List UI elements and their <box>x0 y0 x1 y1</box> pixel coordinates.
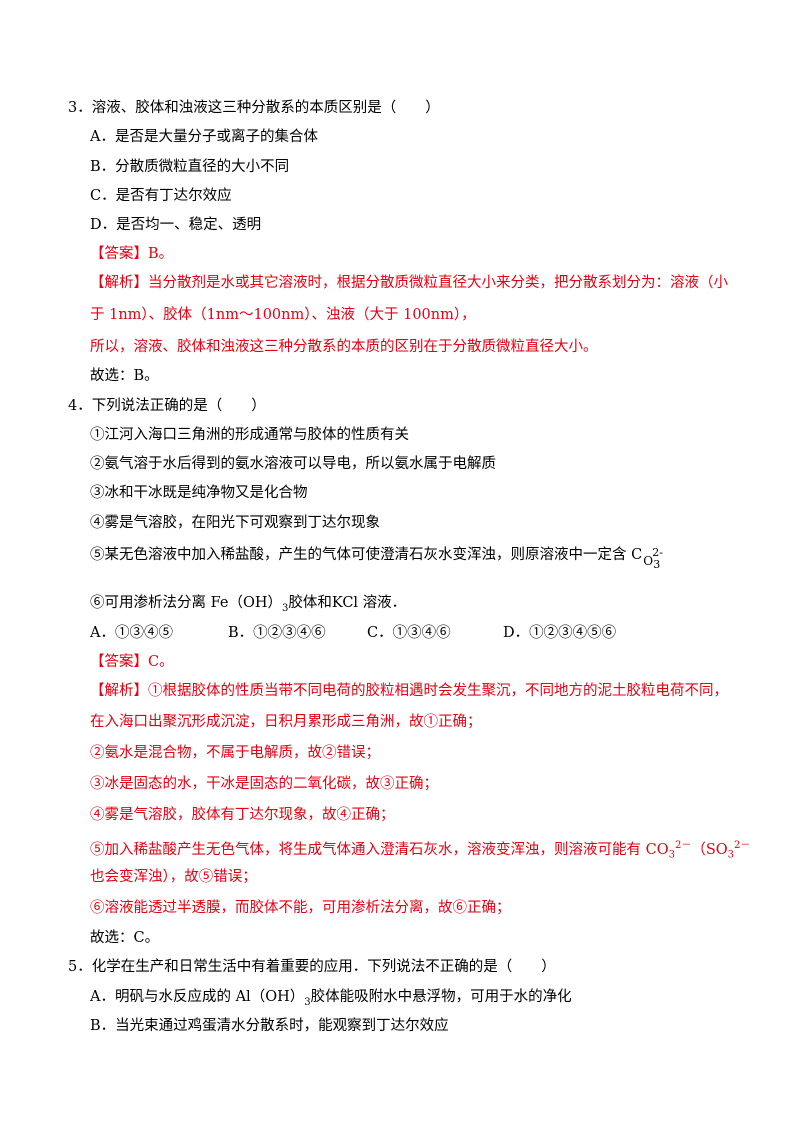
q5-option-a-tail: 胶体能吸附水中悬浮物，可用于水的净化 <box>310 989 572 1005</box>
q4-item-6-text: ⑥可用渗析法分离 Fe（OH） <box>90 595 282 611</box>
q4-option-b: B．①②③④⑥ <box>228 625 326 641</box>
q4-answer: 【答案】C。 <box>90 654 174 670</box>
q4-item: ③冰和干冰既是纯净物又是化合物 <box>90 485 308 501</box>
q5-option-a-text: A．明矾与水反应成的 Al（OH） <box>90 989 305 1005</box>
q5-option-a: A．明矾与水反应成的 Al（OH）3胶体能吸附水中悬浮物，可用于水的净化 <box>90 987 572 1013</box>
q4-analysis-line: ②氨水是混合物，不属于电解质，故②错误； <box>90 745 380 761</box>
q3-option-d: D．是否均一、稳定、透明 <box>90 217 262 233</box>
q3-analysis-line: 所以，溶液、胶体和浊液这三种分散系的本质的区别在于分散质微粒直径大小。 <box>90 339 598 355</box>
q4-item-6: ⑥可用渗析法分离 Fe（OH）3胶体和KCl 溶液． <box>90 593 406 619</box>
q4-conclusion: 故选：C。 <box>90 930 160 946</box>
q3-stem: 3．溶液、胶体和浊液这三种分散系的本质区别是（ ） <box>68 100 440 116</box>
q3-analysis-line: 于 1nm）、胶体（1nm～100nm）、浊液（大于 100nm）， <box>90 307 476 323</box>
q4-item: ②氨气溶于水后得到的氨水溶液可以导电，所以氨水属于电解质 <box>90 456 496 472</box>
formula-sub: 3 <box>653 558 661 571</box>
q4-stem: 4．下列说法正确的是（ ） <box>68 398 266 414</box>
q3-option-a: A．是否是大量分子或离子的集合体 <box>90 129 318 145</box>
q3-conclusion: 故选：B。 <box>90 368 159 384</box>
q4-option-a: A．①③④⑤ <box>90 625 173 641</box>
q4-analysis-line: ④雾是气溶胶，胶体有丁达尔现象，故④正确； <box>90 807 395 823</box>
subscript: 3 <box>282 602 289 614</box>
subscript: 3 <box>668 849 675 861</box>
q4-item-5-text: ⑤某无色溶液中加入稀盐酸，产生的气体可使澄清石灰水变浑浊，则原溶液中一定含 C <box>90 547 643 563</box>
q3-option-b: B．分散质微粒直径的大小不同 <box>90 159 290 175</box>
q5-stem: 5．化学在生产和日常生活中有着重要的应用．下列说法不正确的是（ ） <box>68 959 556 975</box>
q4-analysis-line: ③冰是固态的水，干冰是固态的二氧化碳，故③正确； <box>90 776 438 792</box>
q3-analysis-line: 【解析】当分散剂是水或其它溶液时，根据分散质微粒直径大小来分类，把分散系划分为：… <box>90 275 728 291</box>
formula-o: O <box>643 554 654 568</box>
subscript: 3 <box>304 996 311 1008</box>
q4-item: ①江河入海口三角洲的形成通常与胶体的性质有关 <box>90 427 409 443</box>
q5-option-b: B．当光束通过鸡蛋清水分散系时，能观察到丁达尔效应 <box>90 1018 449 1034</box>
q4-analysis-line-5: ⑤加入稀盐酸产生无色气体，将生成气体通入澄清石灰水，溶液变浑浊，则溶液可能有 C… <box>90 836 750 866</box>
q4-option-d: D．①②③④⑤⑥ <box>503 625 617 641</box>
superscript: 2－ <box>734 840 751 851</box>
q4-analysis-line: 在入海口出聚沉形成沉淀，日积月累形成三角洲，故①正确； <box>90 714 482 730</box>
q4-analysis-line: 【解析】①根据胶体的性质当带不同电荷的胶粒相遇时会发生聚沉，不同地方的泥土胶粒电… <box>90 683 728 699</box>
q4-option-c: C．①③④⑥ <box>367 625 451 641</box>
q4-analysis-5-text: ⑤加入稀盐酸产生无色气体，将生成气体通入澄清石灰水，溶液变浑浊，则溶液可能有 C… <box>90 841 669 858</box>
q4-analysis-line: 也会变浑浊），故⑤错误； <box>90 869 257 885</box>
superscript: 2－ <box>674 840 692 851</box>
q3-option-c: C．是否有丁达尔效应 <box>90 188 232 204</box>
q4-analysis-5-so: （SO <box>691 841 728 858</box>
q4-item-6-tail: 胶体和KCl 溶液． <box>288 595 407 611</box>
q4-analysis-line: ⑥溶液能透过半透膜，而胶体不能，可用渗析法分离，故⑥正确； <box>90 900 511 916</box>
q4-item: ④雾是气溶胶，在阳光下可观察到丁达尔现象 <box>90 515 380 531</box>
q3-answer: 【答案】B。 <box>90 246 174 262</box>
formula-sup: 2- <box>652 546 663 559</box>
subscript: 3 <box>727 849 735 861</box>
